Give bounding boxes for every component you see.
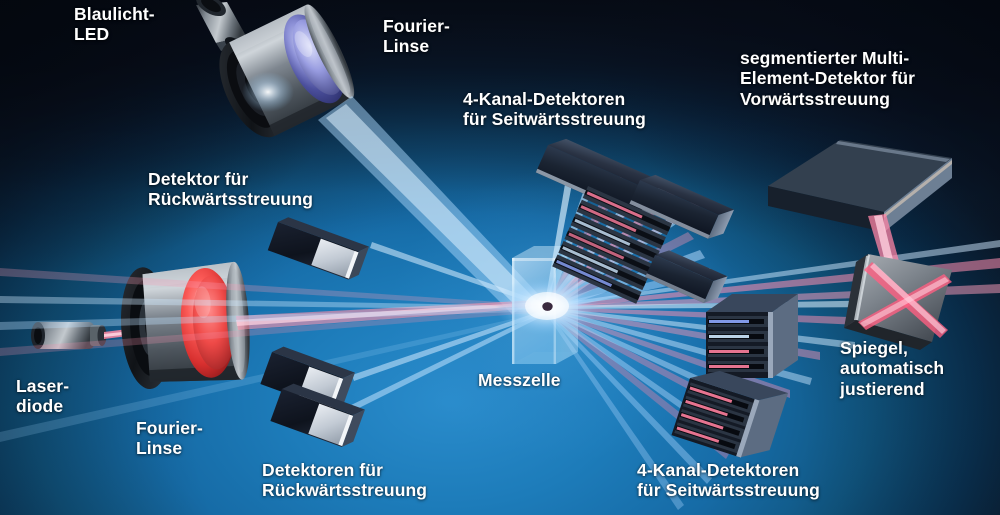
laser-diode-assembly: [31, 261, 540, 390]
four-channel-side-scatter-array-bottom: [671, 294, 798, 458]
label-measuring-cell: Messzelle: [478, 370, 561, 390]
label-auto-aligning-mirror: Spiegel, automatisch justierend: [840, 338, 945, 399]
scattering-particle: [542, 302, 553, 311]
blue-led-assembly: [196, 0, 540, 314]
label-backscatter-detector-pair: Detektoren für Rückwärtsstreuung: [262, 460, 428, 501]
segmented-multi-element-detector: [768, 140, 952, 232]
four-channel-side-scatter-array-top: [535, 138, 735, 304]
label-forward-scatter-detector: segmentierter Multi- Element-Detektor fü…: [740, 48, 916, 109]
single-backscatter-detector: [267, 217, 370, 280]
label-fourier-lens-top: Fourier- Linse: [383, 16, 450, 57]
backscatter-detector-pair: [260, 346, 365, 447]
label-side-scatter-bottom: 4-Kanal-Detektoren für Seitwärtsstreuung: [637, 460, 820, 501]
label-blue-led: Blaulicht- LED: [74, 4, 155, 45]
label-backscatter-detector-single: Detektor für Rückwärtsstreuung: [148, 169, 314, 210]
label-laser-diode: Laser- diode: [16, 376, 70, 417]
led-lens-hotspot: [242, 72, 294, 112]
laser-collimated-beam-core: [236, 302, 540, 326]
back-scatter-rays: [0, 242, 545, 442]
laser-diode: [31, 322, 107, 349]
label-side-scatter-top: 4-Kanal-Detektoren für Seitwärtsstreuung: [463, 89, 646, 130]
blue-collimated-beam-core: [326, 104, 536, 310]
label-fourier-lens-bottom: Fourier- Linse: [136, 418, 203, 459]
auto-aligning-mirror: [844, 254, 952, 350]
